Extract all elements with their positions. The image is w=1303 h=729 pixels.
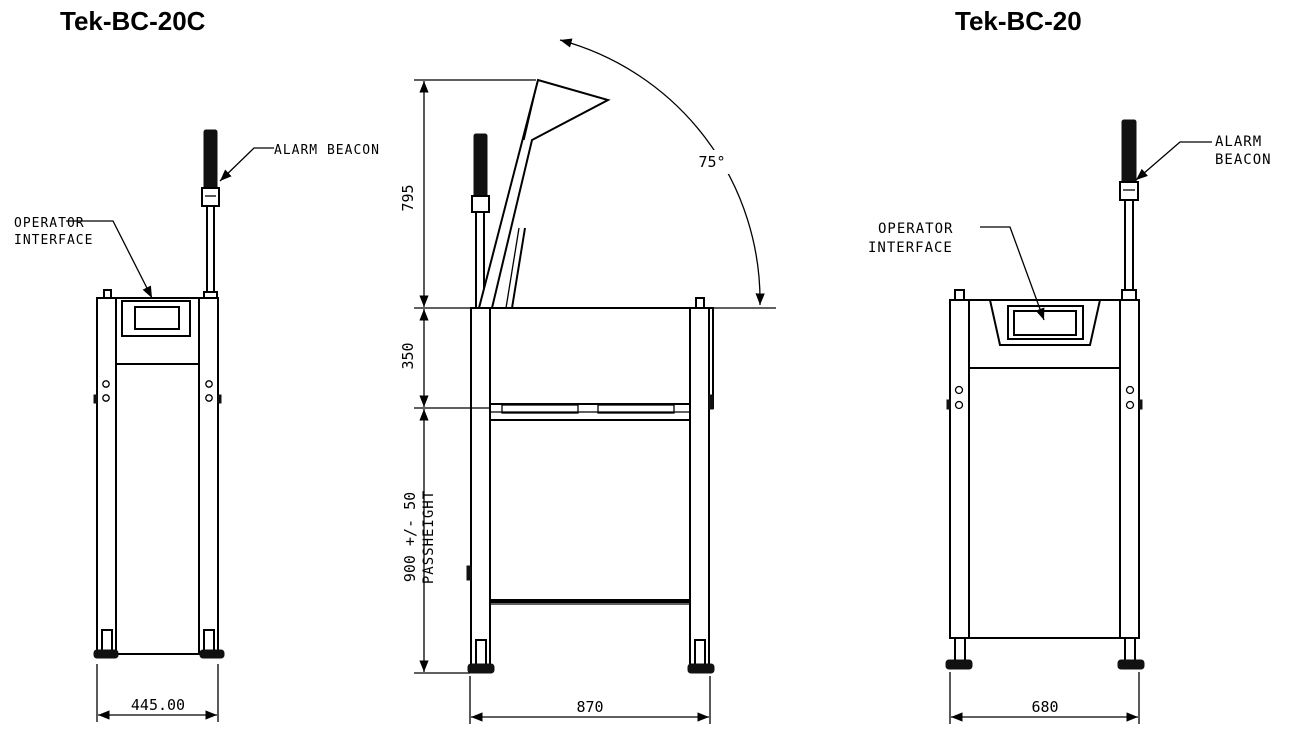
- machine-side-view: [466, 78, 715, 674]
- dimension-width-right: 680: [1031, 698, 1058, 716]
- label-alarm-right-2: BEACON: [1215, 152, 1272, 168]
- dimension-width-left: 445.00: [131, 696, 185, 714]
- right-post-left: [198, 297, 219, 655]
- raised-lid: [477, 78, 611, 309]
- dimension-lid-angle: 75°: [698, 153, 725, 171]
- model-title-tek-bc-20c: Tek-BC-20C: [60, 6, 206, 36]
- dimension-frame-height: 350: [399, 342, 417, 369]
- machine-tek-bc-20: [945, 119, 1145, 670]
- machine-tek-bc-20c: [93, 129, 225, 659]
- label-operator-left-2: INTERFACE: [14, 233, 93, 248]
- label-operator-left-1: OPERATOR: [14, 216, 85, 231]
- lid-angle-arc: [559, 38, 765, 306]
- label-alarm-right-1: ALARM: [1215, 134, 1262, 150]
- dimension-pass-height-2: PASSHEIGHT: [421, 490, 437, 584]
- dimension-pass-height-1: 900 +/- 50: [401, 492, 419, 582]
- model-title-tek-bc-20: Tek-BC-20: [955, 6, 1082, 36]
- label-operator-right-1: OPERATOR: [878, 221, 953, 237]
- left-post-left: [96, 297, 117, 655]
- alarm-beacon-left: [201, 129, 220, 299]
- label-alarm-beacon-left: ALARM BEACON: [274, 143, 380, 158]
- label-operator-right-2: INTERFACE: [868, 240, 953, 256]
- dimension-width-middle: 870: [576, 698, 603, 716]
- dimension-lid-height: 795: [399, 184, 417, 211]
- alarm-beacon-right: [1119, 119, 1139, 301]
